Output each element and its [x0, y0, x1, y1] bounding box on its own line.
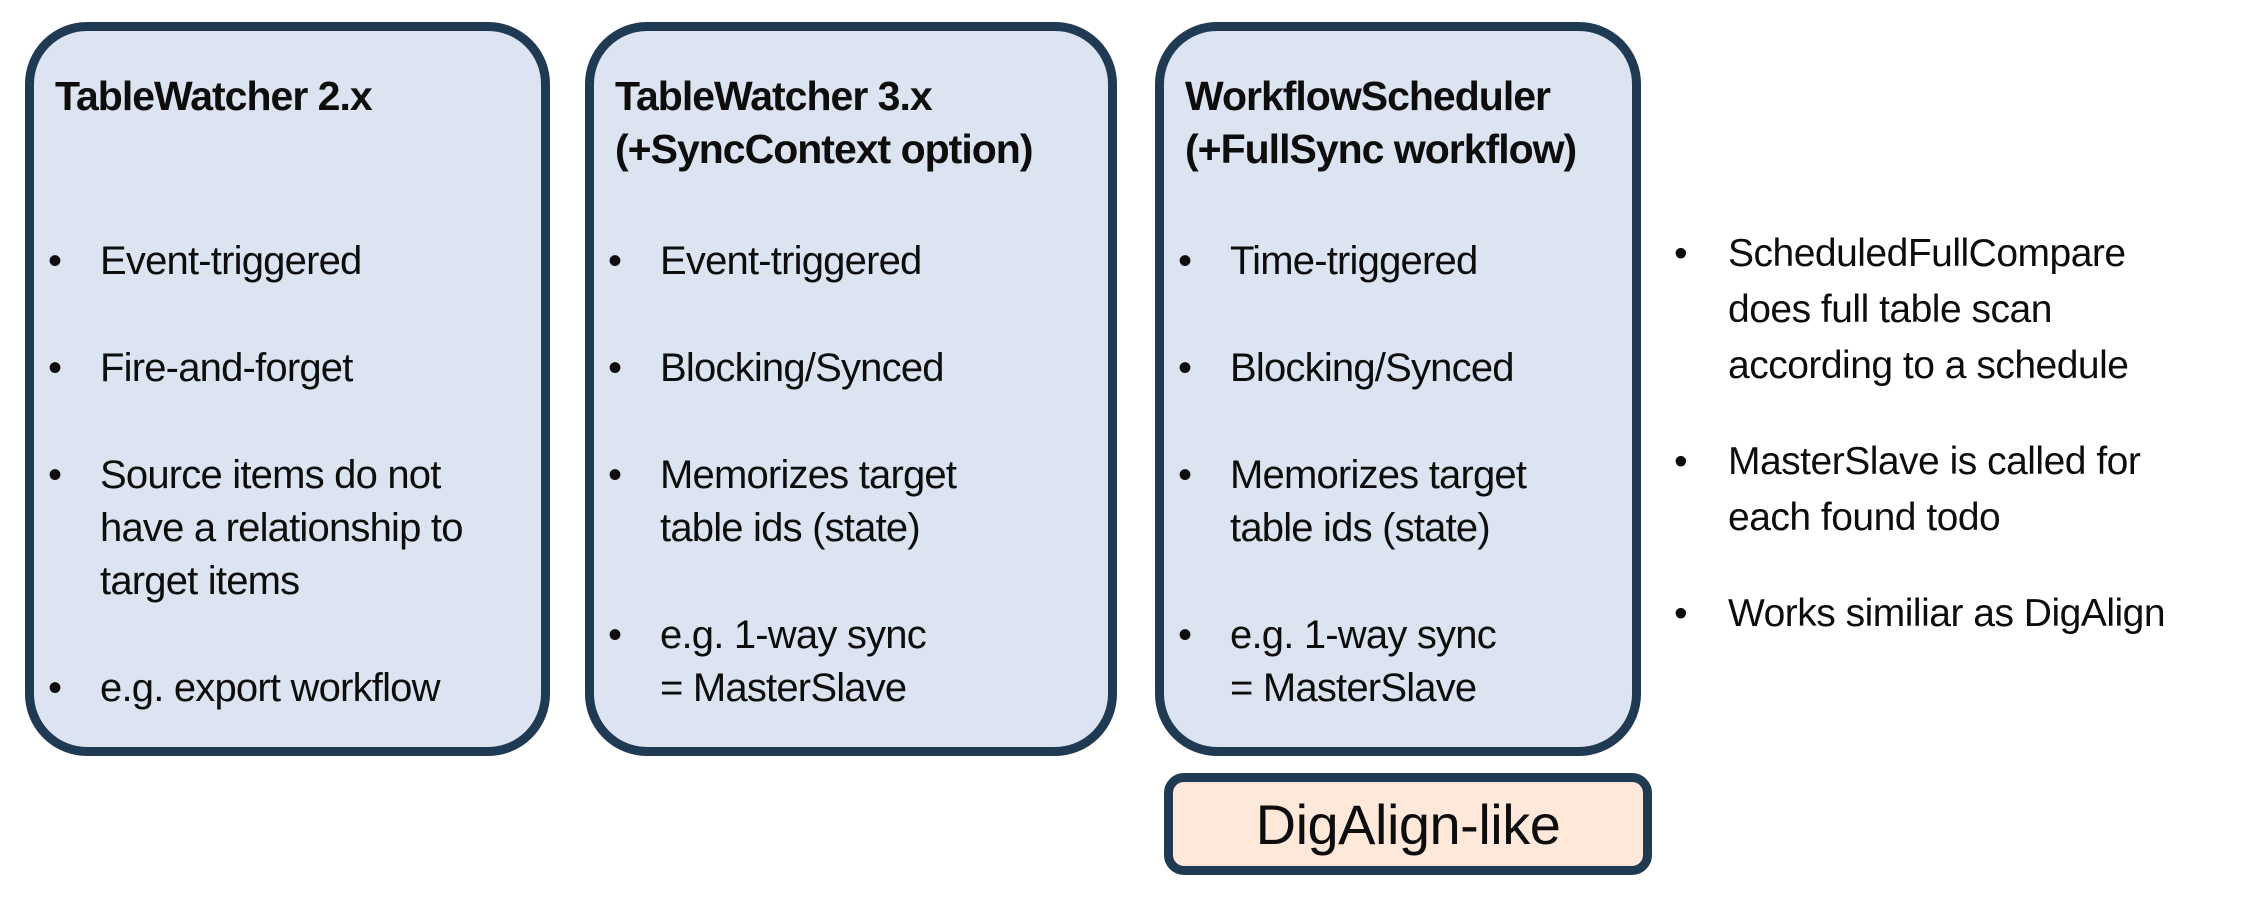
card-bullet-list-workflowscheduler: • Time-triggered • Blocking/Synced • Memorize…: [1164, 235, 1632, 769]
side-notes: • ScheduledFullCompare does full table sc…: [1668, 226, 2258, 682]
bullet-dot-icon: •: [1674, 440, 1688, 483]
bullet-dot-icon: •: [1178, 453, 1192, 497]
bullet-text: e.g. 1-way sync = MasterSlave: [1230, 613, 1497, 710]
bullet-dot-icon: •: [48, 666, 62, 710]
bullet-item: • e.g. export workflow: [34, 662, 541, 715]
bullet-item: • Fire-and-forget: [34, 342, 541, 395]
card-title-tablewatcher-2x: TableWatcher 2.x: [55, 73, 373, 119]
bullet-text: e.g. 1-way sync = MasterSlave: [660, 613, 927, 710]
bullet-dot-icon: •: [48, 453, 62, 497]
bullet-text: Memorizes target table ids (state): [660, 453, 957, 550]
bullet-item: • Memorizes target table ids (state): [594, 449, 1108, 555]
bullet-item: • Works similiar as DigAlign: [1668, 586, 2258, 642]
side-notes-bullet-list: • ScheduledFullCompare does full table sc…: [1668, 226, 2258, 642]
card-bullet-list-tablewatcher-3x: • Event-triggered • Blocking/Synced • Memoriz…: [594, 235, 1108, 769]
bullet-item: • Blocking/Synced: [594, 342, 1108, 395]
bullet-item: • Event-triggered: [594, 235, 1108, 288]
bullet-dot-icon: •: [1178, 239, 1192, 283]
bullet-text: Event-triggered: [660, 239, 922, 283]
bullet-item: • Time-triggered: [1164, 235, 1632, 288]
bullet-text: Memorizes target table ids (state): [1230, 453, 1527, 550]
bullet-item: • Blocking/Synced: [1164, 342, 1632, 395]
card-bullet-list-tablewatcher-2x: • Event-triggered • Fire-and-forget • Source …: [34, 235, 541, 769]
bullet-dot-icon: •: [1674, 232, 1688, 275]
bullet-text: Time-triggered: [1230, 239, 1478, 283]
bullet-text: Source items do not have a relationship …: [100, 453, 463, 603]
card-tablewatcher-2x: TableWatcher 2.x • Event-triggered • Fire-a…: [25, 22, 550, 756]
bullet-item: • Source items do not have a relationship…: [34, 449, 541, 608]
bullet-dot-icon: •: [1178, 346, 1192, 390]
bullet-text: Works similiar as DigAlign: [1728, 592, 2166, 635]
bullet-dot-icon: •: [608, 239, 622, 283]
card-title-workflowscheduler: WorkflowScheduler (+FullSync workflow): [1185, 73, 1577, 172]
bullet-dot-icon: •: [48, 346, 62, 390]
bullet-dot-icon: •: [608, 346, 622, 390]
card-title-tablewatcher-3x: TableWatcher 3.x (+SyncContext option): [615, 73, 1033, 172]
bullet-item: • MasterSlave is called for each found to…: [1668, 434, 2258, 546]
digalign-tag: DigAlign-like: [1164, 773, 1652, 875]
bullet-dot-icon: •: [48, 239, 62, 283]
bullet-text: Blocking/Synced: [660, 346, 945, 390]
bullet-dot-icon: •: [608, 613, 622, 657]
card-workflowscheduler: WorkflowScheduler (+FullSync workflow) •…: [1155, 22, 1641, 756]
bullet-dot-icon: •: [1674, 592, 1688, 635]
bullet-text: ScheduledFullCompare does full table sca…: [1728, 232, 2129, 387]
bullet-item: • Event-triggered: [34, 235, 541, 288]
bullet-item: • e.g. 1-way sync = MasterSlave: [1164, 609, 1632, 715]
bullet-item: • e.g. 1-way sync = MasterSlave: [594, 609, 1108, 715]
bullet-item: • ScheduledFullCompare does full table sc…: [1668, 226, 2258, 394]
bullet-text: MasterSlave is called for each found tod…: [1728, 440, 2141, 539]
bullet-item: • Memorizes target table ids (state): [1164, 449, 1632, 555]
bullet-text: Event-triggered: [100, 239, 362, 283]
bullet-dot-icon: •: [1178, 613, 1192, 657]
digalign-tag-label: DigAlign-like: [1255, 792, 1561, 856]
bullet-text: Fire-and-forget: [100, 346, 353, 390]
bullet-text: e.g. export workflow: [100, 666, 441, 710]
bullet-dot-icon: •: [608, 453, 622, 497]
card-tablewatcher-3x: TableWatcher 3.x (+SyncContext option) •…: [585, 22, 1117, 756]
bullet-text: Blocking/Synced: [1230, 346, 1515, 390]
